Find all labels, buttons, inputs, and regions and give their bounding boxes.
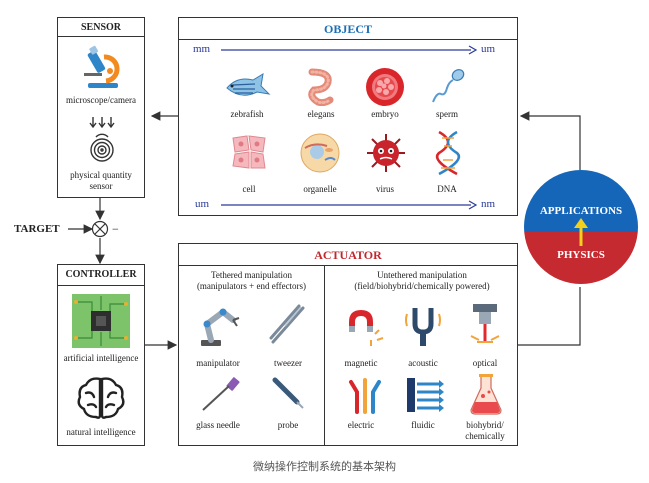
physical-label-1: physical quantity [70,170,132,180]
cell-icon [232,135,266,169]
embryo-icon [366,68,404,106]
sensor-box: SENSOR microscope/camera physical quanti… [57,17,145,198]
flow-icon [407,378,444,412]
scale-bottom-to: nm [481,198,496,210]
object-title: OBJECT [323,22,372,36]
target-label: TARGET [14,223,60,235]
zebrafish-icon [226,73,271,96]
untethered-label-magnetic: magnetic [344,358,378,368]
probe-icon [272,377,304,409]
actuator-box: ACTUATOR Tethered manipulation (manipula… [178,243,518,446]
sensor-fingerprint-icon [90,133,114,162]
electric-icon [349,378,381,414]
controller-title: CONTROLLER [65,269,137,280]
untethered-label-electric: electric [347,420,375,430]
applications-label: APPLICATIONS [539,205,623,217]
ai-label: artificial intelligence [63,353,139,363]
object-label-sperm: sperm [436,109,458,119]
physics-label: PHYSICS [557,249,605,261]
virus-icon [367,134,405,172]
microscope-label: microscope/camera [66,95,136,105]
magnet-icon [349,310,384,346]
untethered-heading-2: (field/biohybrid/chemically powered) [354,281,490,291]
tweezer-icon [269,304,305,344]
object-label-embryo: embryo [371,109,399,119]
object-label-cell: cell [242,184,256,194]
object-label-zebrafish: zebrafish [230,109,264,119]
sperm-icon [432,69,465,103]
actuator-split-line [324,265,325,445]
controller-box: CONTROLLER artificial intelligence natur… [57,264,145,446]
sensor-title: SENSOR [80,22,121,33]
scale-top-from: mm [193,43,211,55]
untethered-label-acoustic: acoustic [408,358,438,368]
tethered-heading-2: (manipulators + end effectors) [196,281,307,291]
figure-caption: 微纳操作控制系统的基本架构 [253,460,396,473]
minus-sign: − [112,222,119,236]
robot-arm-icon [201,308,240,346]
object-label-dna: DNA [437,184,457,194]
object-label-elegans: elegans [307,109,335,119]
untethered-label-optical: optical [472,358,498,368]
laser-icon [470,304,500,343]
scale-top-to: um [481,43,496,55]
object-label-virus: virus [376,184,394,194]
scale-bottom-from: um [195,198,210,210]
object-divider [179,39,517,40]
tethered-label-probe: probe [277,420,299,430]
tethered-label-tweezer: tweezer [274,358,302,368]
controller-divider [58,285,144,286]
scale-top-arrow [221,45,477,55]
chip-icon [72,294,130,348]
microscope-icon [84,45,120,88]
ni-label: natural intelligence [66,427,136,437]
untethered-label-fluidic: fluidic [411,420,435,430]
brain-icon [77,377,125,419]
signal-arrows-icon [89,117,115,129]
object-box: OBJECT mm um um nm zebrafish elegans emb… [178,17,518,216]
worm-icon [308,68,334,106]
flask-icon [470,374,502,415]
scale-bottom-arrow [221,200,477,210]
tethered-label-manipulator: manipulator [196,358,240,368]
dna-icon [435,130,461,176]
actuator-divider [179,265,517,266]
organelle-icon [300,133,340,173]
tethered-heading-1: Tethered manipulation [210,270,293,280]
tuning-fork-icon [405,308,441,346]
needle-icon [202,377,240,411]
tethered-label-glass-needle: glass needle [196,420,240,430]
untethered-heading-1: Untethered manipulation [377,270,467,280]
untethered-label-biohybrid: biohybrid/ [466,420,504,430]
sensor-divider [58,36,144,37]
object-label-organelle: organelle [303,184,337,194]
actuator-title: ACTUATOR [314,248,382,262]
untethered-label-chemically: chemically [465,431,505,441]
physical-label-2: sensor [89,181,113,191]
comparator-symbol [91,220,109,238]
applications-physics-circle [524,170,638,284]
